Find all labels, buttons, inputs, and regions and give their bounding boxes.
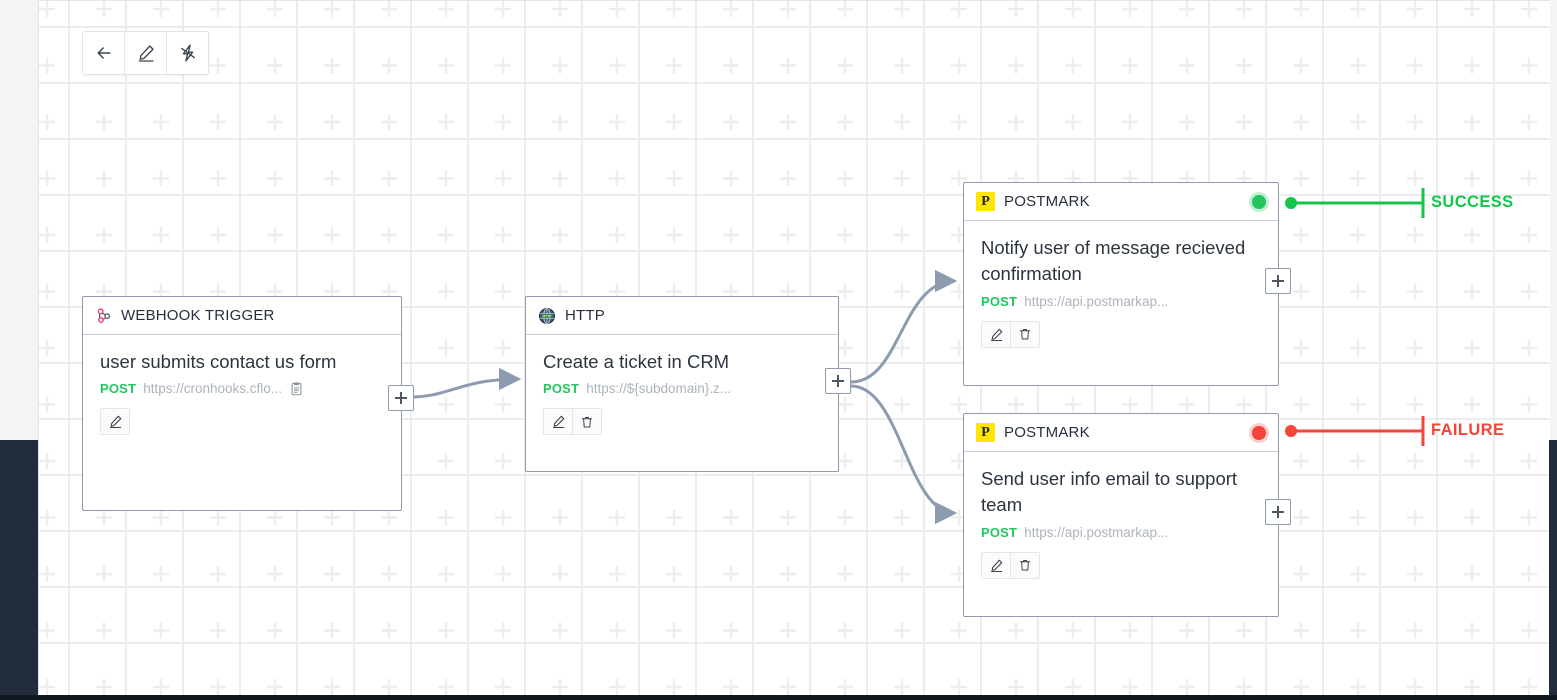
node-header: HTTP HTTP (526, 297, 838, 335)
webhook-icon (97, 308, 111, 324)
canvas-toolbar[interactable] (82, 31, 209, 75)
status-badge (1252, 425, 1266, 440)
arrow-left-icon (96, 47, 111, 59)
left-gutter (0, 0, 39, 440)
node-header-title: WEBHOOK TRIGGER (121, 307, 275, 324)
node-title: user submits contact us form (100, 351, 337, 372)
node-edit-button[interactable] (982, 321, 1011, 347)
node-body: Create a ticket in CRM POST https://${su… (526, 335, 838, 449)
node-body: Send user info email to support team POS… (964, 452, 1278, 593)
node-body: Notify user of message recieved confirma… (964, 221, 1278, 362)
node-url: https://api.postmarkap... (1024, 293, 1169, 309)
node-actions[interactable] (981, 320, 1040, 348)
edit-icon (109, 415, 121, 429)
postmark-icon: P (976, 192, 995, 211)
node-url-row: POST https://api.postmarkap... (981, 525, 1261, 540)
edge-webhook-to-http (410, 367, 522, 399)
svg-text:HTTP: HTTP (543, 314, 553, 318)
edit-button[interactable] (125, 32, 167, 74)
edit-icon (552, 415, 564, 429)
globe-icon: HTTP (538, 307, 556, 324)
node-header: WEBHOOK TRIGGER (83, 297, 401, 335)
workflow-canvas[interactable]: WEBHOOK TRIGGER user submits contact us … (38, 0, 1550, 696)
node-edit-button[interactable] (982, 552, 1011, 578)
http-method: POST (100, 381, 137, 397)
postmark-icon: P (976, 423, 995, 442)
lightning-bolt-icon (180, 44, 195, 62)
node-add-handle[interactable] (1265, 268, 1291, 294)
pencil-icon (138, 45, 154, 62)
node-header-title: POSTMARK (1004, 193, 1090, 210)
dark-panel-right (1549, 440, 1557, 695)
node-http[interactable]: HTTP HTTP Create a ticket in CRM POST ht… (525, 296, 851, 472)
status-badge (1252, 194, 1266, 209)
http-method: POST (981, 524, 1018, 540)
dark-panel-left (0, 440, 38, 695)
connector-failure (1285, 416, 1425, 446)
edge-http-to-postmark-failure (850, 384, 958, 525)
back-button[interactable] (83, 32, 125, 74)
node-title: Notify user of message recieved confirma… (981, 237, 1246, 285)
node-url-row: POST https://api.postmarkap... (981, 294, 1261, 309)
http-method: POST (981, 293, 1018, 309)
node-edit-button[interactable] (544, 409, 573, 435)
node-title: Send user info email to support team (981, 468, 1238, 516)
http-method: POST (543, 381, 580, 397)
node-add-handle[interactable] (1265, 499, 1291, 525)
node-header-title: POSTMARK (1004, 424, 1090, 441)
lightning-button[interactable] (167, 32, 208, 74)
node-url-row: POST https://cronhooks.cflo... (100, 381, 384, 396)
node-actions[interactable] (981, 551, 1040, 579)
node-header: P POSTMARK (964, 414, 1278, 452)
edit-icon (990, 328, 1002, 341)
node-header: P POSTMARK (964, 183, 1278, 221)
node-delete-button[interactable] (1011, 552, 1039, 578)
node-actions[interactable] (100, 408, 130, 436)
node-url: https://cronhooks.cflo... (143, 381, 283, 397)
node-url: https://${subdomain}.z... (586, 381, 732, 397)
trash-icon (581, 416, 593, 428)
node-postmark-failure[interactable]: P POSTMARK Send user info email to suppo… (963, 413, 1291, 617)
copy-icon[interactable] (289, 381, 304, 396)
outcome-label-success: SUCCESS (1431, 193, 1514, 211)
node-url-row: POST https://${subdomain}.z... (543, 381, 821, 396)
node-delete-button[interactable] (1011, 321, 1039, 347)
node-delete-button[interactable] (573, 409, 601, 435)
trash-icon (1019, 328, 1031, 340)
node-postmark-success[interactable]: P POSTMARK Notify user of message reciev… (963, 182, 1291, 386)
connector-success (1285, 188, 1425, 218)
bottom-strip (0, 695, 1557, 700)
node-webhook-trigger[interactable]: WEBHOOK TRIGGER user submits contact us … (82, 296, 414, 511)
node-edit-button[interactable] (101, 409, 129, 435)
node-title: Create a ticket in CRM (543, 351, 730, 372)
edit-icon (990, 559, 1002, 572)
node-actions[interactable] (543, 408, 602, 436)
node-url: https://api.postmarkap... (1024, 524, 1169, 540)
node-body: user submits contact us form POST https:… (83, 335, 401, 449)
node-add-handle[interactable] (825, 368, 851, 394)
outcome-label-failure: FAILURE (1431, 421, 1505, 439)
node-header-title: HTTP (565, 307, 605, 324)
edge-http-to-postmark-success (850, 269, 958, 384)
node-add-handle[interactable] (388, 385, 414, 411)
trash-icon (1019, 559, 1031, 571)
